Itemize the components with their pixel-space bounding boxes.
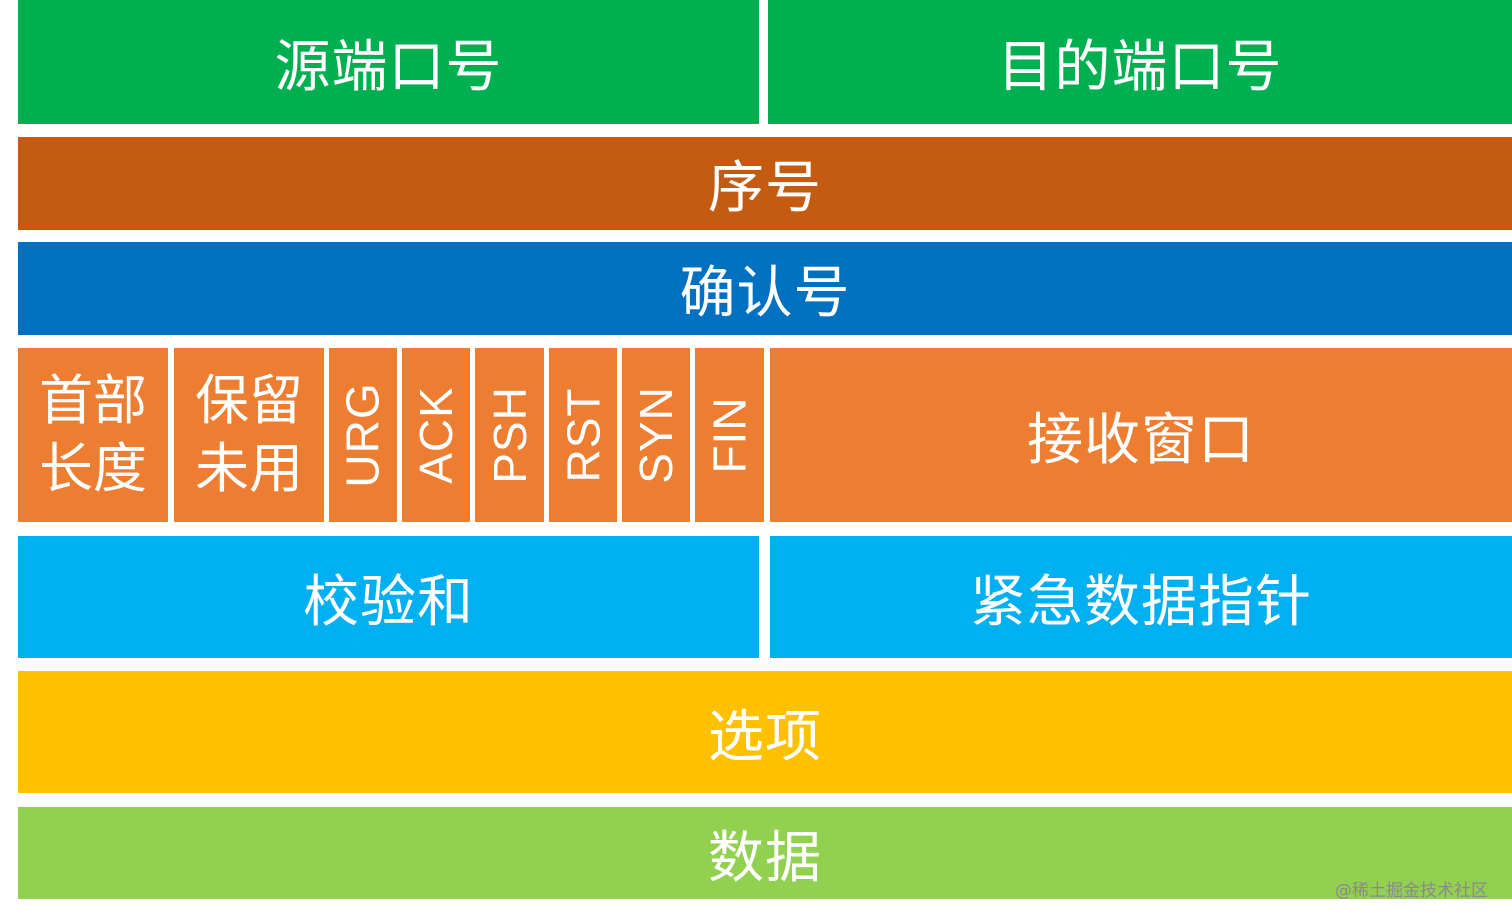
reserved-line1: 保留 — [195, 369, 303, 432]
receive-window-field: 接收窗口 — [770, 348, 1512, 522]
checksum-label: 校验和 — [303, 569, 474, 635]
flag-fin-field: FIN — [695, 348, 764, 522]
flag-rst-label: RST — [557, 387, 609, 483]
flag-psh-field: PSH — [475, 348, 544, 522]
dest-port-label: 目的端口号 — [997, 34, 1283, 100]
flag-rst-field: RST — [549, 348, 617, 522]
dest-port-field: 目的端口号 — [768, 0, 1512, 124]
options-label: 选项 — [708, 704, 822, 770]
ack-number-label: 确认号 — [679, 261, 851, 326]
flag-syn-label: SYN — [630, 386, 682, 484]
flag-syn-field: SYN — [622, 348, 690, 522]
header-length-field: 首部 长度 — [18, 348, 168, 522]
urgent-pointer-label: 紧急数据指针 — [970, 569, 1312, 635]
source-port-field: 源端口号 — [18, 0, 759, 124]
receive-window-label: 接收窗口 — [1027, 407, 1255, 473]
sequence-number-field: 序号 — [18, 137, 1512, 230]
header-length-line2: 长度 — [39, 437, 147, 500]
data-label: 数据 — [708, 825, 822, 891]
data-field: 数据 — [18, 807, 1512, 899]
flag-ack-field: ACK — [402, 348, 470, 522]
watermark: @稀土掘金技术社区 — [1335, 881, 1488, 901]
flag-psh-label: PSH — [483, 386, 536, 484]
flag-fin-label: FIN — [703, 396, 756, 474]
flag-urg-label: URG — [337, 382, 390, 488]
flag-ack-label: ACK — [410, 386, 462, 484]
flag-urg-field: URG — [329, 348, 397, 522]
source-port-label: 源端口号 — [274, 34, 503, 100]
sequence-number-label: 序号 — [708, 156, 822, 221]
options-field: 选项 — [18, 671, 1512, 793]
ack-number-field: 确认号 — [18, 242, 1512, 335]
checksum-field: 校验和 — [18, 536, 759, 658]
reserved-line2: 未用 — [195, 437, 303, 500]
reserved-field: 保留 未用 — [174, 348, 324, 522]
urgent-pointer-field: 紧急数据指针 — [770, 536, 1512, 658]
header-length-line1: 首部 — [39, 369, 147, 432]
